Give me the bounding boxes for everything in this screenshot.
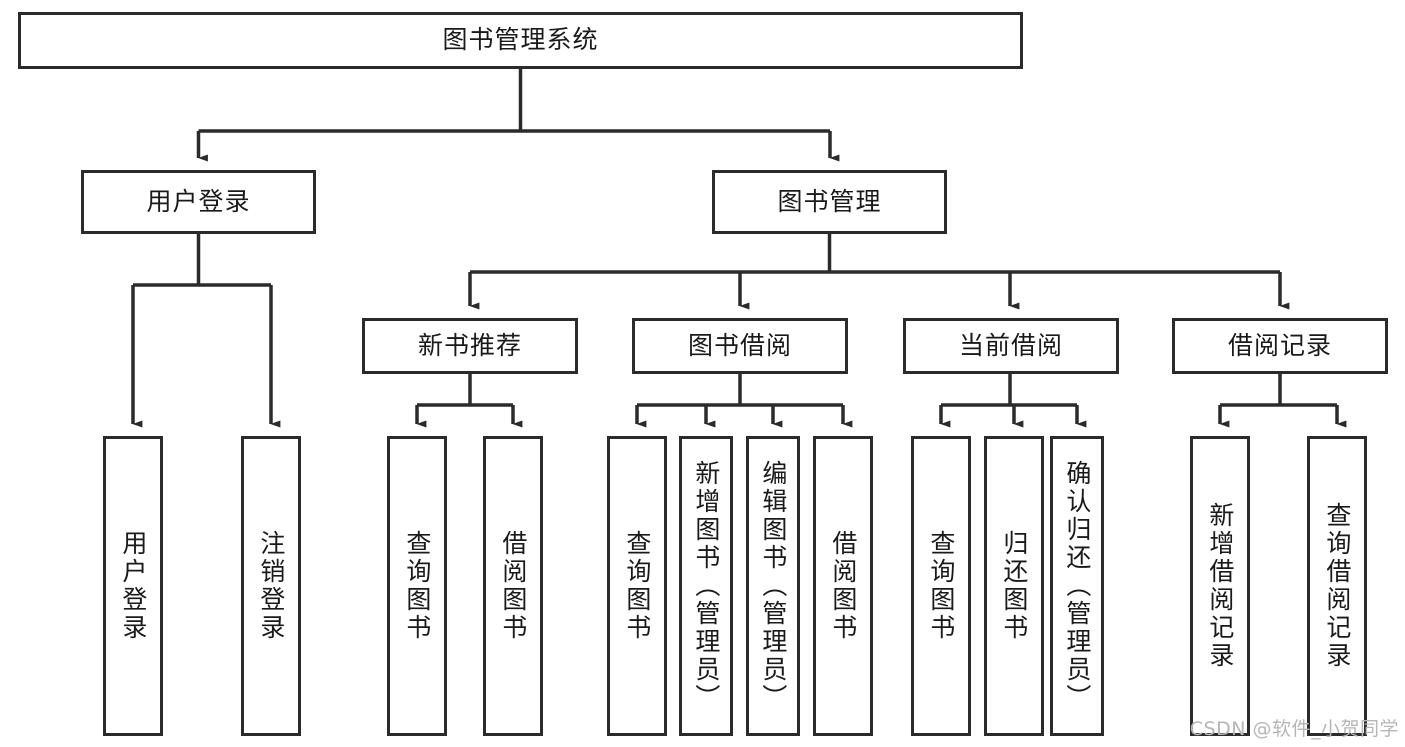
leaf-user-login[interactable]: 用户登录: [103, 436, 163, 736]
node-current-borrow[interactable]: 当前借阅: [903, 318, 1119, 374]
node-user-login[interactable]: 用户登录: [81, 170, 316, 234]
node-label: 确认归还（管理员）: [1062, 460, 1092, 712]
node-label: 注销登录: [256, 530, 286, 642]
node-label: 当前借阅: [958, 330, 1063, 360]
leaf-add-borrow-record[interactable]: 新增借阅记录: [1190, 436, 1250, 736]
node-label: 归还图书: [999, 530, 1029, 642]
leaf-query-book-current[interactable]: 查询图书: [911, 436, 971, 736]
node-label: 查询图书: [402, 530, 432, 642]
node-label: 查询图书: [926, 530, 956, 642]
leaf-edit-book-admin[interactable]: 编辑图书（管理员）: [746, 436, 800, 736]
node-label: 新增图书（管理员）: [691, 460, 721, 712]
node-label: 图书管理: [777, 186, 882, 216]
leaf-logout-login[interactable]: 注销登录: [241, 436, 301, 736]
node-label: 新书推荐: [417, 330, 522, 360]
node-borrow-record[interactable]: 借阅记录: [1172, 318, 1388, 374]
node-book-borrow[interactable]: 图书借阅: [632, 318, 848, 374]
leaf-add-book-admin[interactable]: 新增图书（管理员）: [679, 436, 733, 736]
node-label: 用户登录: [118, 530, 148, 642]
node-label: 图书管理系统: [442, 25, 599, 55]
leaf-query-borrow-record[interactable]: 查询借阅记录: [1307, 436, 1367, 736]
node-label: 用户登录: [146, 186, 251, 216]
node-new-book-recommend[interactable]: 新书推荐: [362, 318, 578, 374]
node-root-system[interactable]: 图书管理系统: [18, 12, 1023, 69]
node-book-management[interactable]: 图书管理: [712, 170, 947, 234]
leaf-borrow-book-recommend[interactable]: 借阅图书: [483, 436, 543, 736]
leaf-borrow-book[interactable]: 借阅图书: [813, 436, 873, 736]
leaf-confirm-return-admin[interactable]: 确认归还（管理员）: [1050, 436, 1104, 736]
node-label: 借阅图书: [828, 530, 858, 642]
node-label: 借阅记录: [1227, 330, 1332, 360]
node-label: 查询图书: [622, 530, 652, 642]
leaf-return-book[interactable]: 归还图书: [984, 436, 1044, 736]
node-label: 借阅图书: [498, 530, 528, 642]
leaf-query-book-recommend[interactable]: 查询图书: [387, 436, 447, 736]
node-label: 新增借阅记录: [1205, 502, 1235, 670]
leaf-query-book-borrow[interactable]: 查询图书: [607, 436, 667, 736]
node-label: 查询借阅记录: [1322, 502, 1352, 670]
node-label: 编辑图书（管理员）: [758, 460, 788, 712]
node-label: 图书借阅: [687, 330, 792, 360]
